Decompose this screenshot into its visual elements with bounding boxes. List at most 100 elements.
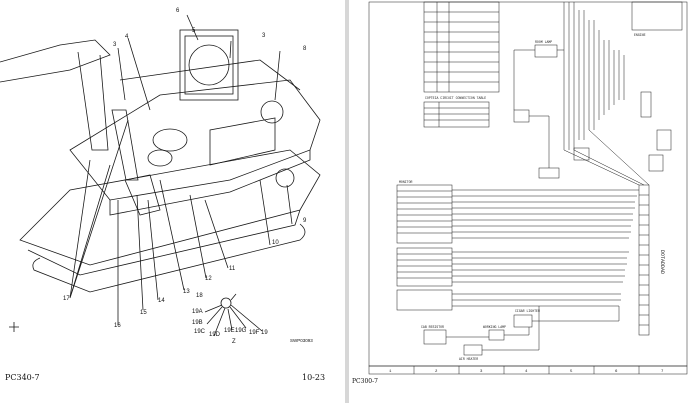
callout-11: 11 xyxy=(229,266,236,272)
right-page: 1 2 3 4 5 6 7 COPTEIA CIRCUIT CONNECTION… xyxy=(349,0,700,403)
hydraulic-tank xyxy=(209,117,276,166)
callout-15: 15 xyxy=(140,310,147,316)
connector-table-bottom-rows xyxy=(424,102,489,127)
control-valve xyxy=(124,174,161,216)
engine-hood xyxy=(119,59,301,91)
relay-box-3 xyxy=(648,154,664,172)
radiator-fan xyxy=(188,44,230,86)
component-a xyxy=(534,44,558,58)
callout-19g: 19G xyxy=(235,328,247,334)
view-label: Z xyxy=(232,339,236,345)
top-right-unit-label: ENGINE xyxy=(634,33,646,37)
callout-16: 16 xyxy=(114,323,121,329)
cab-resistor-label: CAB RESISTOR xyxy=(421,325,444,329)
swing-gear xyxy=(147,149,173,167)
top-right-wire-bundle xyxy=(563,2,625,150)
callout-4: 4 xyxy=(125,34,129,40)
monitor-label: MONITOR xyxy=(399,180,412,184)
callout-8: 8 xyxy=(303,46,307,52)
working-lamp-label: WORKING LAMP xyxy=(483,325,506,329)
right-main-connector xyxy=(638,184,650,336)
connector-table-title: COPTEIA CIRCUIT CONNECTION TABLE xyxy=(425,96,486,100)
cab-resistor-block xyxy=(423,329,447,345)
upper-frame-side xyxy=(109,150,311,216)
callout-19a: 19A xyxy=(192,309,203,315)
monitor-block-3 xyxy=(396,289,453,311)
callout-19b: 19B xyxy=(192,320,203,326)
leader-lines xyxy=(69,14,293,325)
connector-table-bottom xyxy=(423,101,490,128)
radiator-block xyxy=(179,29,239,101)
callout-19f: 19F xyxy=(249,330,260,336)
top-right-unit xyxy=(631,1,683,31)
air-heater-label: AIR HEATER xyxy=(459,357,478,361)
track-lower-edge xyxy=(27,209,301,276)
callout-14: 14 xyxy=(158,298,165,304)
relay-box-2 xyxy=(656,129,672,151)
component-d xyxy=(538,167,560,179)
relay-box-1 xyxy=(640,91,652,118)
boom-arm xyxy=(0,39,111,83)
footer-model-right: PC300-7 xyxy=(352,378,378,385)
callout-19: 19 xyxy=(261,330,268,336)
right-main-connector-pins xyxy=(639,194,649,326)
monitor-block-1-rows xyxy=(397,190,452,234)
track-base xyxy=(32,223,306,293)
bundle-joins xyxy=(563,129,650,186)
grid-col-6: 6 xyxy=(615,370,618,374)
monitor-block-2-rows xyxy=(397,253,452,279)
detail-connector-hub xyxy=(220,297,232,309)
grid-col-5: 5 xyxy=(570,370,573,374)
callout-13: 13 xyxy=(183,289,190,295)
component-c xyxy=(573,147,590,161)
excavator-component-drawing: 6 5 4 3 3 8 9 10 11 12 13 14 15 16 17 18… xyxy=(0,8,321,345)
lighter-label: CIGAR LIGHTER xyxy=(515,309,540,313)
footer-model: PC340-7 xyxy=(5,373,40,382)
crosshair-mark xyxy=(9,322,19,332)
track-outline xyxy=(19,149,321,266)
page-divider xyxy=(345,0,349,403)
component-wires xyxy=(513,49,564,168)
callout-5: 5 xyxy=(192,28,196,34)
figure-code: SWP03093 xyxy=(290,338,313,343)
monitor-block-1 xyxy=(396,184,453,244)
callout-3: 3 xyxy=(113,42,117,48)
detail-wires xyxy=(204,293,263,337)
callout-19d: 19D xyxy=(209,332,221,338)
left-page: 6 5 4 3 3 8 9 10 11 12 13 14 15 16 17 18… xyxy=(0,0,345,403)
connector-table-top-rows xyxy=(424,2,499,92)
callout-17: 17 xyxy=(63,296,70,302)
component-b xyxy=(513,109,530,123)
bottom-wires xyxy=(446,306,620,351)
footer-page-number: 10-23 xyxy=(302,373,326,382)
circuit-diagram: 1 2 3 4 5 6 7 COPTEIA CIRCUIT CONNECTION… xyxy=(368,1,688,375)
upper-frame xyxy=(69,79,321,201)
boom-cylinder xyxy=(77,51,109,151)
callout-12: 12 xyxy=(205,276,212,282)
grid-ticks xyxy=(413,366,640,374)
callout-19c: 19C xyxy=(194,329,206,335)
grid-col-1: 1 xyxy=(389,370,392,374)
grid-col-7: 7 xyxy=(661,370,664,374)
callout-6: 6 xyxy=(176,8,180,14)
grid-col-2: 2 xyxy=(435,370,438,374)
pump-circle xyxy=(260,100,284,124)
lighter-block xyxy=(513,314,533,328)
monitor-block-2 xyxy=(396,247,453,287)
idler-circle xyxy=(275,168,295,188)
grid-col-3: 3 xyxy=(480,370,483,374)
harness-wires xyxy=(452,189,639,307)
side-label: DOTADDAD xyxy=(659,250,665,274)
callout-9: 9 xyxy=(303,218,307,224)
callout-18: 18 xyxy=(196,293,203,299)
grid-col-4: 4 xyxy=(525,370,528,374)
callout-19e: 19E xyxy=(224,328,235,334)
working-lamp-block xyxy=(488,329,505,341)
callout-10: 10 xyxy=(272,240,279,246)
air-heater-block xyxy=(463,344,483,356)
connector-table-top xyxy=(423,1,500,93)
radiator-core xyxy=(184,35,234,95)
swing-motor xyxy=(152,128,188,152)
grid-bar xyxy=(368,365,688,375)
room-lamp-label: ROOM LAMP xyxy=(535,40,552,44)
